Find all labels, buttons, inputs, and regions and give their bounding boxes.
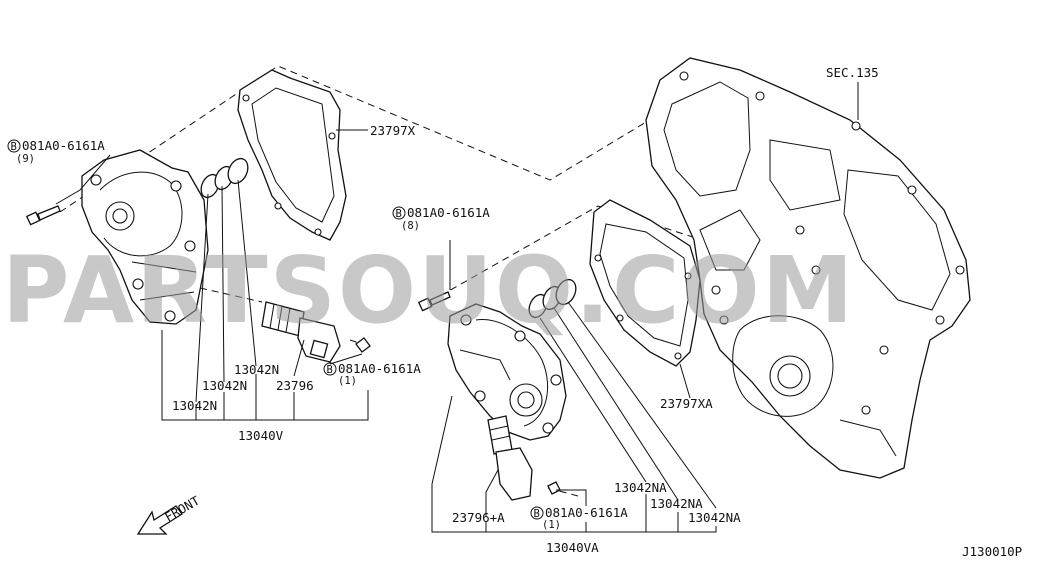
solenoid-right <box>487 415 561 501</box>
label-bolt-solenoid-right-qty: (1) <box>542 519 561 531</box>
bolt-symbol-markers: B B B B <box>7 139 544 520</box>
bolt-symbol-solenoid-left: B <box>327 364 333 376</box>
front-arrow <box>136 505 183 535</box>
label-oring-left-a: 13042N <box>234 362 279 377</box>
label-bolt-center-part: 081A0-6161A <box>407 205 490 220</box>
o-rings-left <box>200 157 249 199</box>
solenoid-left <box>261 301 371 363</box>
label-assembly-left: 13040V <box>238 428 284 443</box>
label-bolt-solenoid-left-part: 081A0-6161A <box>338 361 421 376</box>
label-oring-left-c: 13042N <box>172 398 217 413</box>
label-bolt-center-qty: (8) <box>401 220 420 232</box>
label-assembly-right: 13040VA <box>546 540 599 555</box>
o-rings-right <box>528 278 577 319</box>
label-oring-left-b: 13042N <box>202 378 247 393</box>
bolt-symbol-solenoid-right: B <box>534 508 540 520</box>
leaders-right <box>431 240 717 533</box>
bolt-symbol-left: B <box>11 141 17 153</box>
label-section-ref: SEC.135 <box>826 65 879 80</box>
timing-cover-left <box>81 149 209 325</box>
front-engine-cover <box>645 57 971 479</box>
bolt-center <box>417 291 451 312</box>
figure-id: J130010P <box>962 544 1022 559</box>
label-oring-right-a: 13042NA <box>614 480 667 495</box>
label-oring-right-c: 13042NA <box>688 510 741 525</box>
label-front: FRONT <box>162 493 202 525</box>
label-bolt-solenoid-right-part: 081A0-6161A <box>545 505 628 520</box>
leaders-left <box>55 129 369 421</box>
label-solenoid-right: 23796+A <box>452 510 505 525</box>
bolt-left <box>25 205 61 226</box>
label-gasket-left: 23797X <box>370 123 416 138</box>
watermark: PARTSOUQ.COM <box>2 237 855 344</box>
timing-cover-right <box>447 303 567 441</box>
part-labels: 081A0-6161A (9) 23797X 081A0-6161A (8) 1… <box>16 65 1022 559</box>
label-gasket-right: 23797XA <box>660 396 713 411</box>
label-bolt-solenoid-left-qty: (1) <box>338 375 357 387</box>
label-solenoid-left: 23796 <box>276 378 314 393</box>
label-bolt-left-qty: (9) <box>16 153 35 165</box>
gasket-left <box>237 69 347 241</box>
label-oring-right-b: 13042NA <box>650 496 703 511</box>
gasket-right <box>589 199 701 367</box>
bolt-symbol-center: B <box>396 208 402 220</box>
label-bolt-left-part: 081A0-6161A <box>22 138 105 153</box>
